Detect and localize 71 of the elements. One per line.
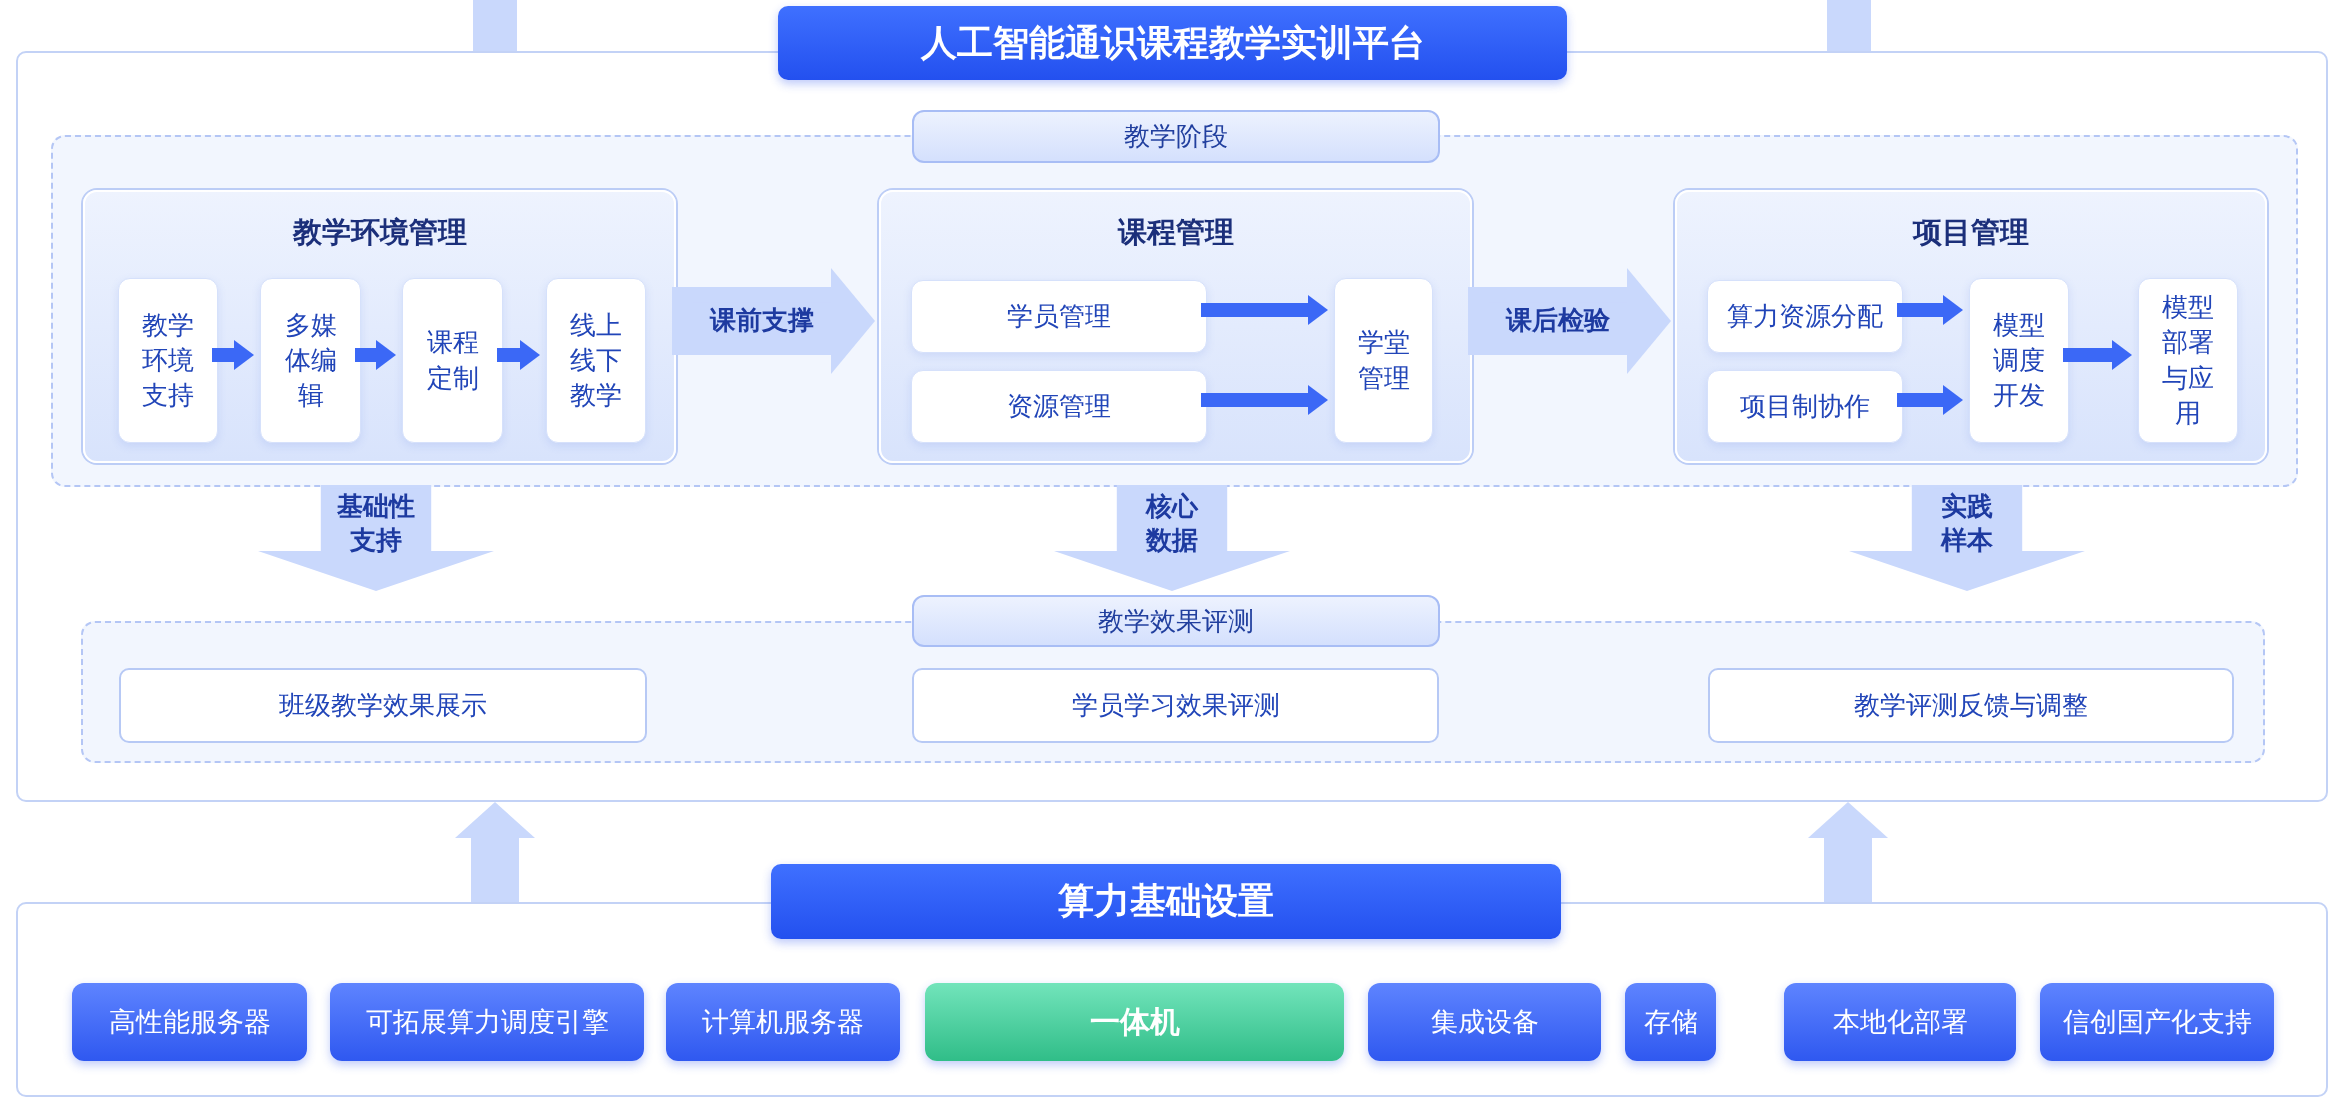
- arrow: [355, 340, 396, 370]
- item-card: [2138, 278, 2238, 443]
- item-label: 资源管理: [1007, 389, 1111, 423]
- block-arrow: [1849, 485, 2085, 591]
- item-label: 集成设备: [1430, 1005, 1539, 1039]
- block-arrow: [672, 268, 875, 374]
- connector-bar: [1827, 0, 1871, 51]
- item-card: [911, 280, 1207, 353]
- item-label: 多媒体编辑: [283, 308, 338, 413]
- title-bar: 算力基础设置: [771, 864, 1561, 939]
- module-title: 课程管理: [1116, 214, 1235, 251]
- item-label: 课程定制: [425, 326, 480, 395]
- item-card: [260, 278, 361, 443]
- hardware-button: [1784, 983, 2016, 1061]
- item-label: 线上线下教学: [569, 308, 623, 413]
- item-label: 模型部署与应用: [2161, 291, 2215, 430]
- item-label: 教学评测反馈与调整: [1854, 688, 2088, 722]
- item-label: 项目制协作: [1740, 389, 1870, 423]
- arrow: [212, 340, 254, 370]
- arrow: [497, 340, 540, 370]
- item-label: 高性能服务器: [108, 1005, 271, 1039]
- item-label: 学员管理: [1007, 299, 1111, 333]
- item-card: [1707, 280, 1903, 353]
- item-card: [1708, 668, 2234, 743]
- item-card: [912, 668, 1439, 743]
- arrow: [1897, 385, 1963, 415]
- item-card: [402, 278, 503, 443]
- hardware-button: [2040, 983, 2274, 1061]
- item-label: 算力资源分配: [1727, 299, 1883, 333]
- item-card: [546, 278, 646, 443]
- hardware-button: [925, 983, 1344, 1061]
- title-bar: 人工智能通识课程教学实训平台: [778, 6, 1567, 80]
- item-card: [1969, 278, 2069, 443]
- hardware-button: [666, 983, 900, 1061]
- hardware-button: [1625, 983, 1716, 1061]
- arrow: [1201, 295, 1328, 325]
- block-arrow: [1808, 802, 1888, 902]
- module-card: [879, 190, 1472, 463]
- module-card: [1675, 190, 2267, 463]
- connector-bar: [473, 0, 517, 51]
- item-card: [1707, 370, 1903, 443]
- arrow: [2063, 340, 2132, 370]
- arrow: [1897, 295, 1963, 325]
- item-label: 教学环境支持: [141, 308, 195, 413]
- item-label: 学员学习效果评测: [1071, 688, 1280, 722]
- hardware-button: [330, 983, 644, 1061]
- item-label: 信创国产化支持: [2062, 1005, 2252, 1039]
- block-arrow: [258, 485, 494, 591]
- item-label: 学堂管理: [1356, 326, 1411, 395]
- arrow: [1201, 385, 1328, 415]
- item-card: [1334, 278, 1433, 443]
- block-arrow: [1054, 485, 1290, 591]
- item-label: 一体机: [1089, 1002, 1180, 1041]
- item-card: [119, 668, 647, 743]
- block-arrow: [455, 802, 535, 902]
- section-tab: 教学阶段: [912, 110, 1440, 163]
- hardware-button: [1368, 983, 1601, 1061]
- item-label: 班级教学效果展示: [279, 688, 487, 722]
- module-card: [83, 190, 676, 463]
- item-label: 可拓展算力调度引擎: [365, 1005, 609, 1039]
- item-card: [911, 370, 1207, 443]
- module-title: 项目管理: [1911, 214, 2030, 251]
- block-arrow: [1468, 268, 1671, 374]
- section-tab: 教学效果评测: [912, 595, 1440, 647]
- item-label: 本地化部署: [1832, 1005, 1968, 1039]
- item-card: [118, 278, 218, 443]
- hardware-button: [72, 983, 307, 1061]
- item-label: 计算机服务器: [702, 1005, 864, 1039]
- item-label: 存储: [1643, 1005, 1698, 1039]
- module-title: 教学环境管理: [291, 214, 468, 251]
- item-label: 模型调度开发: [1992, 308, 2046, 413]
